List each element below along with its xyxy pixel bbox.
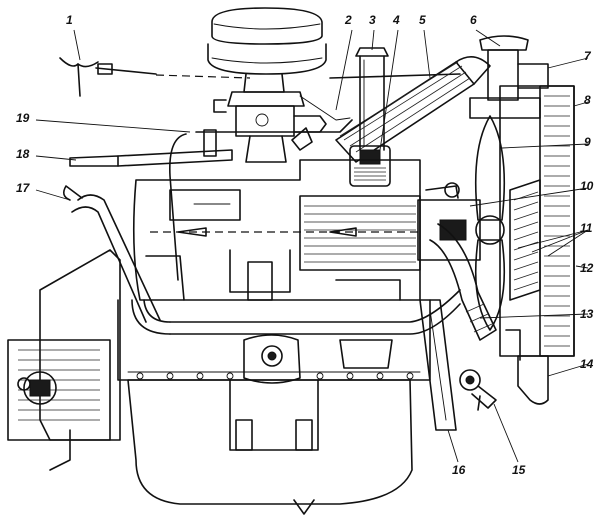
callout-6: 6 [470,13,477,27]
drain-cock [459,369,497,411]
engine-block [132,159,421,301]
carburetor [213,91,351,163]
water-pump [417,182,481,261]
dipstick [59,57,251,97]
generator-bracket [7,249,121,471]
callout-18: 18 [16,147,30,161]
radiator [499,85,575,405]
push-rod [329,73,461,79]
callout-8: 8 [584,93,591,107]
callout-9: 9 [584,135,591,149]
callout-15: 15 [512,463,526,477]
oil-pan [127,379,413,515]
bolt-row [136,372,414,380]
cooling-fan [474,115,506,331]
fan-belt-guard [419,299,457,431]
radiator-filler-neck [469,35,549,119]
callout-17: 17 [16,181,31,195]
callout-14: 14 [580,357,594,371]
callout-7: 7 [584,49,592,63]
breather-pipe [355,47,389,151]
callout-4: 4 [392,13,400,27]
lower-radiator-hose [131,223,497,341]
heater-hose-left [62,185,161,323]
heater-hose-upper [69,149,233,167]
callout-13: 13 [580,307,594,321]
callout-2: 2 [344,13,352,27]
callout-19: 19 [16,111,30,125]
callout-10: 10 [580,179,594,193]
crankcase-side [117,299,431,381]
callout-3: 3 [369,13,376,27]
leader-lines [35,29,589,463]
callout-5: 5 [419,13,426,27]
callout-1: 1 [66,13,73,27]
callout-12: 12 [580,261,594,275]
callout-labels: 1 2 3 4 5 6 7 8 9 10 11 12 13 14 15 16 1… [16,13,594,477]
air-cleaner [207,7,327,93]
callout-11: 11 [580,221,593,235]
oil-filter [243,334,393,384]
vacuum-line [169,119,353,281]
callout-16: 16 [452,463,466,477]
